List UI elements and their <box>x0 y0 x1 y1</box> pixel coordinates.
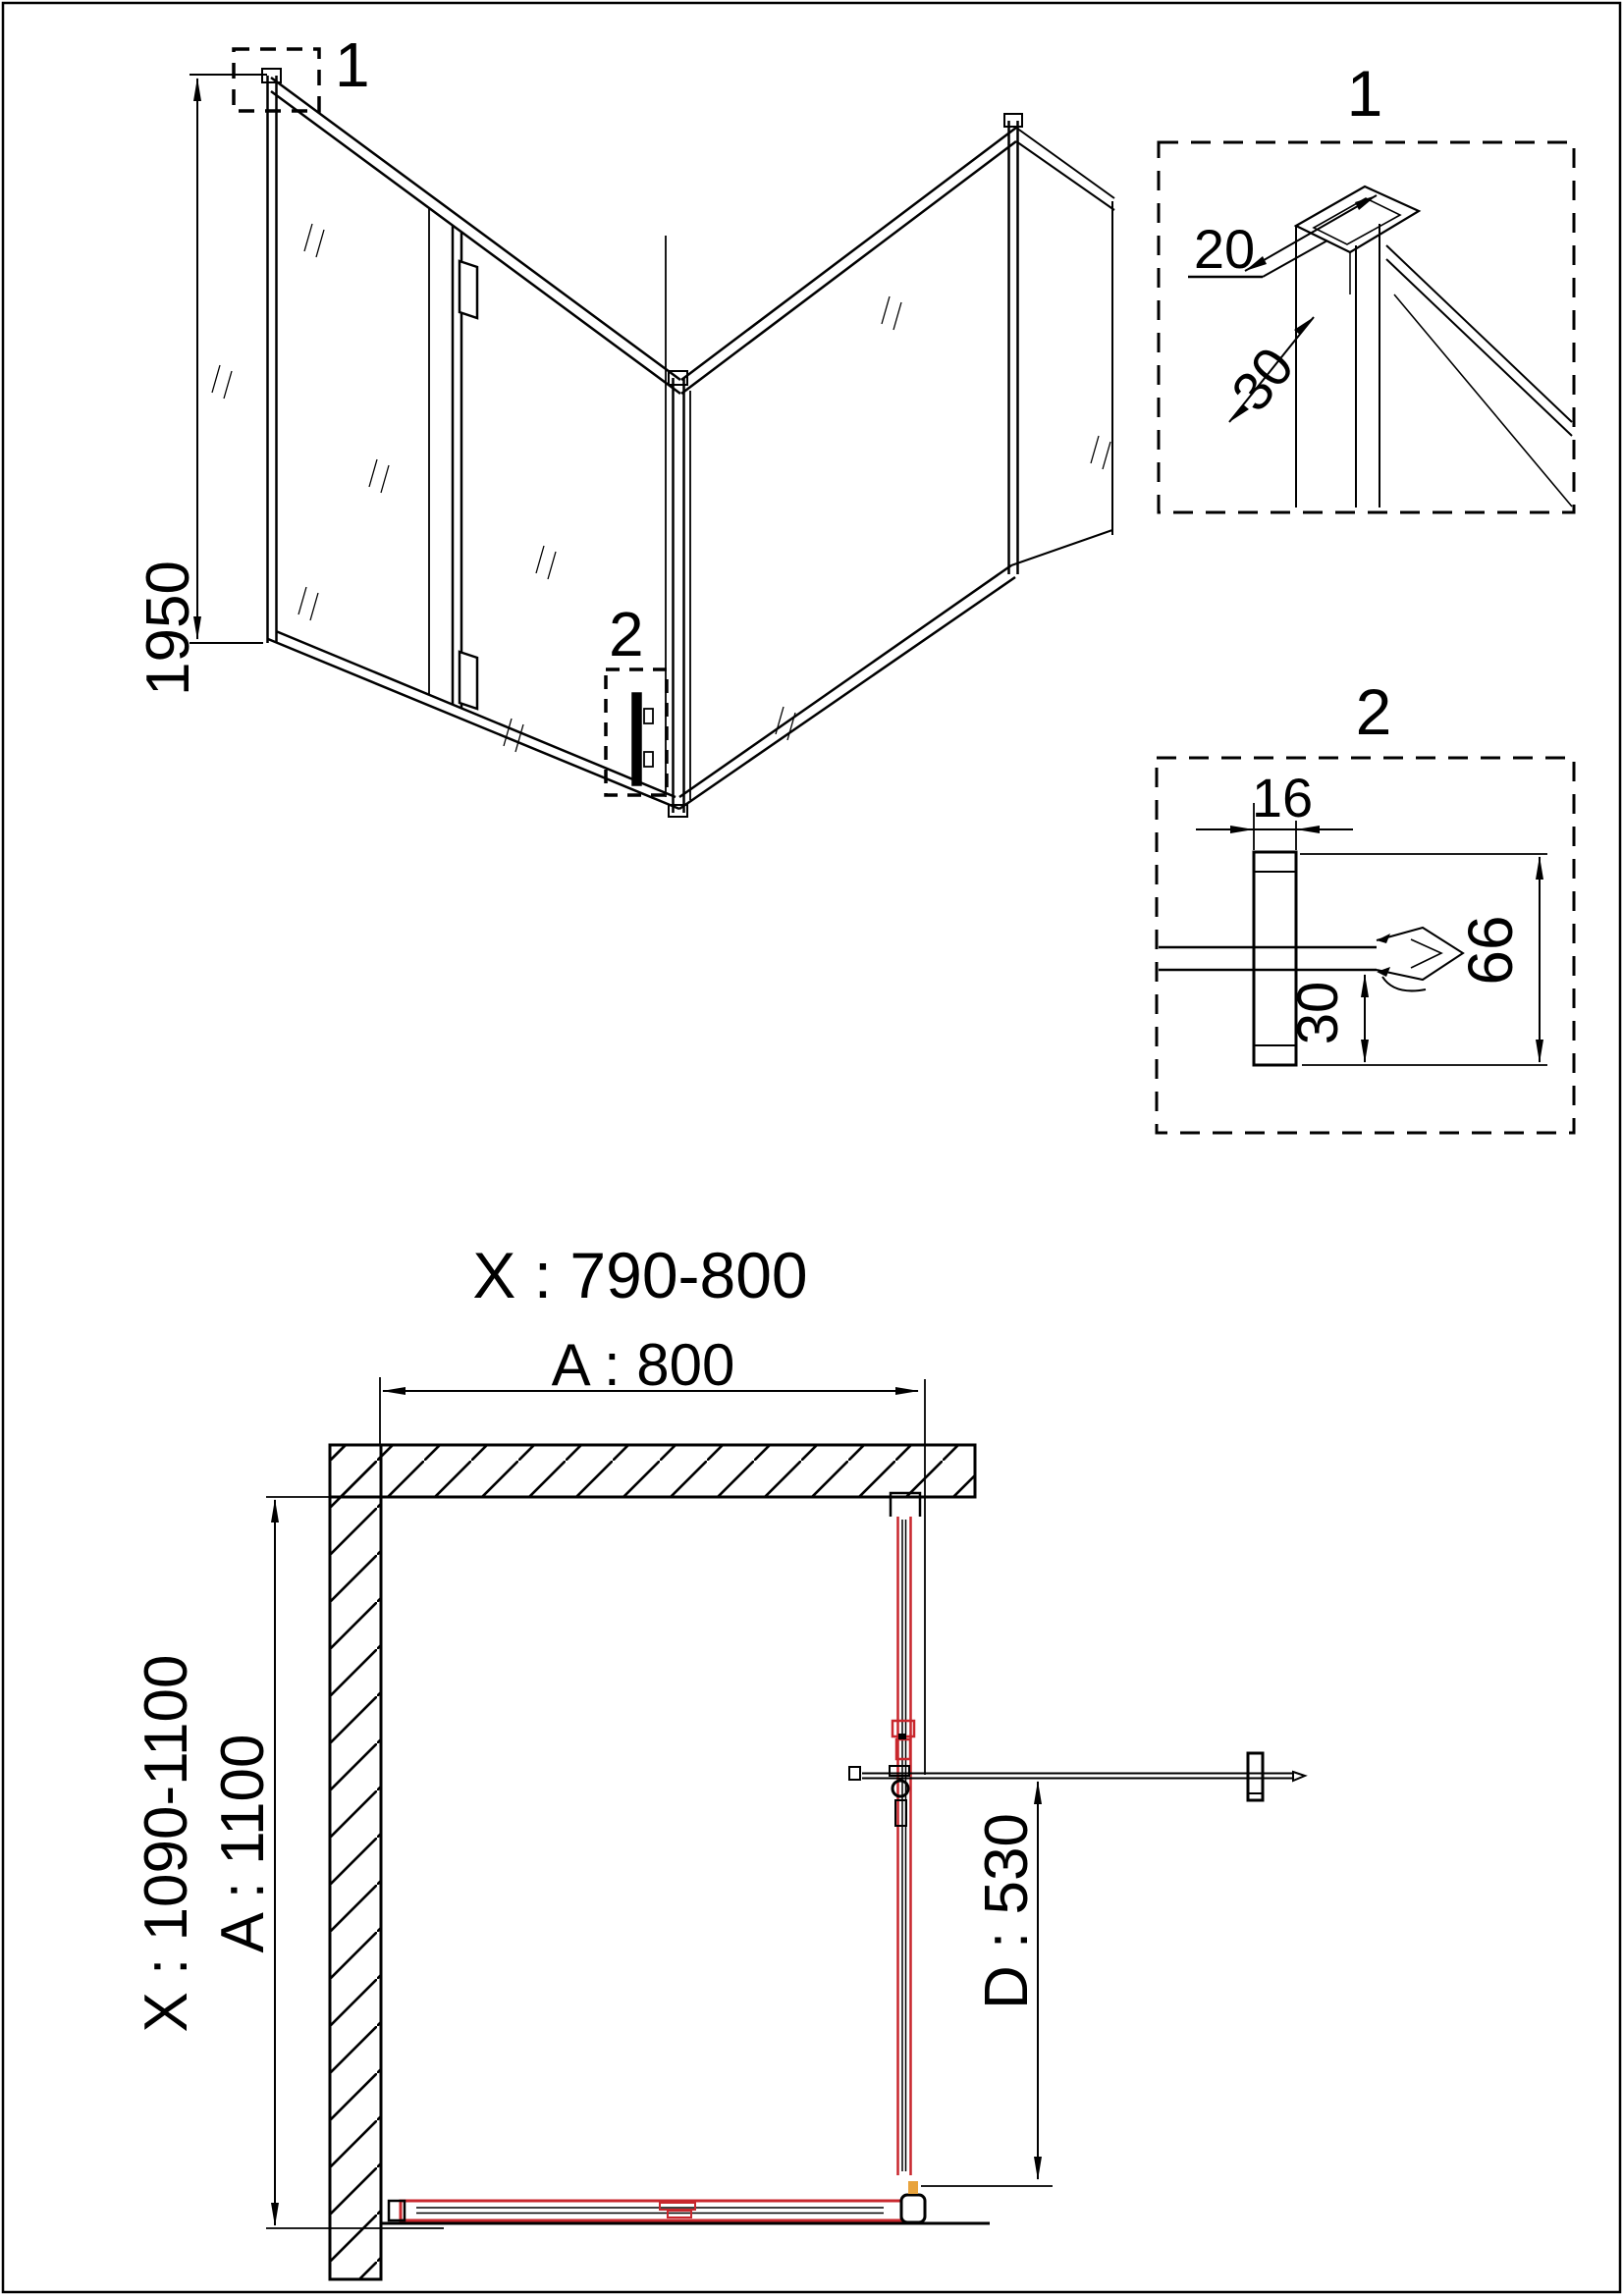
callout-1-box <box>232 47 321 113</box>
plan-corner-block <box>899 2193 927 2224</box>
detail-view-1: 1 20 30 <box>1157 57 1576 514</box>
plan-left-wall <box>328 1443 383 2281</box>
plan-corner-accent <box>908 2181 918 2194</box>
detail-1-width-text: 30 <box>1219 336 1306 422</box>
glass-seal-tip <box>1376 926 1465 982</box>
arrow-ne-icon <box>1294 317 1314 335</box>
plan-side-panel-red <box>896 1517 912 2175</box>
detail-1-label: 1 <box>1347 57 1383 130</box>
dim-d530 <box>921 1781 1053 2187</box>
plan-wall-profile <box>387 2199 406 2222</box>
arrow-ne-icon <box>1355 195 1377 210</box>
handle-profile-section <box>1252 850 1298 1067</box>
arrow-down-icon <box>271 2203 279 2226</box>
plan-view: X : 790-800 A : 800 X : 1090-1100 A : 11… <box>133 1239 1308 2281</box>
arrow-right-icon <box>895 1387 919 1395</box>
arrow-down-icon <box>1536 1040 1543 1063</box>
plan-hinge-pin <box>898 1734 906 1739</box>
detail-2-offset-text: 30 <box>1286 982 1350 1045</box>
callout-2-label: 2 <box>609 599 644 669</box>
arrow-sw-icon <box>1229 404 1249 422</box>
detail-2-label: 2 <box>1356 675 1392 748</box>
arrow-up-icon <box>1536 856 1543 880</box>
plan-opening-text: D : 530 <box>973 1813 1041 2009</box>
arrow-left-icon <box>382 1387 406 1395</box>
height-dimension <box>189 74 267 644</box>
callout-1-label: 1 <box>335 29 370 100</box>
arrow-down-icon <box>1034 2157 1042 2180</box>
detail-2-width-text: 16 <box>1252 767 1313 828</box>
callout-2-box <box>604 667 669 797</box>
detail-view-2: 2 <box>1155 675 1576 1135</box>
door-bottom-hinge <box>458 650 479 711</box>
arrow-left-icon <box>1296 826 1320 833</box>
front-3d-view <box>261 68 1115 818</box>
plan-top-wall <box>328 1443 977 1499</box>
dim-a800 <box>379 1377 926 1775</box>
door-handle-front <box>631 692 642 786</box>
glass-sparkles <box>211 223 1111 753</box>
arrow-up-icon <box>271 1499 279 1522</box>
arrow-down-icon <box>1361 1040 1369 1063</box>
plan-side-width-text: A : 1100 <box>209 1735 277 1953</box>
corner-post-cap <box>668 370 688 386</box>
height-dim-text: 1950 <box>135 561 202 696</box>
arrow-up-icon <box>1361 974 1369 997</box>
plan-door-handle <box>1246 1751 1265 1802</box>
plan-door-panel-red <box>399 2199 903 2222</box>
dim-a1100 <box>266 1496 444 2229</box>
plan-door-range-text: X : 790-800 <box>472 1239 807 1311</box>
arrow-down-icon <box>193 616 201 640</box>
arrow-up-icon <box>193 78 201 101</box>
plan-door-width-text: A : 800 <box>552 1332 735 1398</box>
door-top-hinge <box>458 259 479 320</box>
plan-door-tip <box>1292 1770 1308 1783</box>
arrow-up-icon <box>1034 1781 1042 1804</box>
plan-side-range-text: X : 1090-1100 <box>133 1655 200 2033</box>
detail-1-depth-text: 20 <box>1194 218 1255 280</box>
plan-pivot <box>891 1779 910 1798</box>
arrow-right-icon <box>1230 826 1254 833</box>
arrow-sw-icon <box>1245 256 1267 271</box>
far-post-cap <box>1003 113 1023 128</box>
plan-door-handle-red <box>659 2202 696 2218</box>
plan-top-bracket <box>889 1491 922 1517</box>
plan-open-door <box>848 1751 1308 1802</box>
detail-2-height-text: 66 <box>1455 915 1526 985</box>
